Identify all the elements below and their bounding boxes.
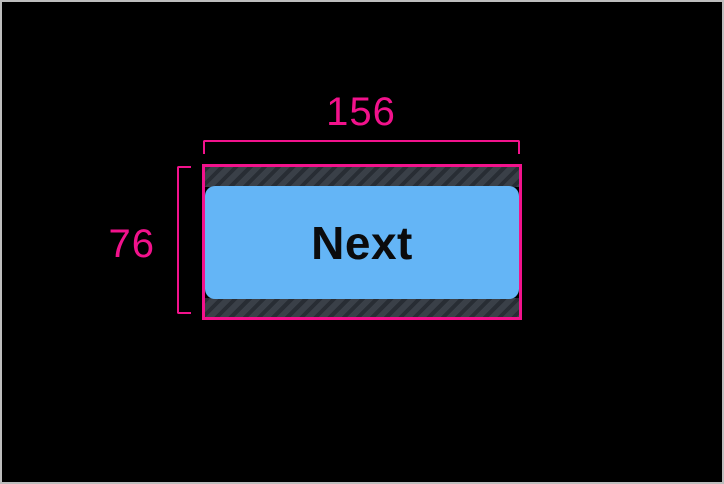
widget-selection-overlay: Next bbox=[202, 164, 522, 320]
padding-hatch-top bbox=[205, 167, 519, 187]
height-dimension-bracket bbox=[177, 166, 191, 314]
height-dimension-label: 76 bbox=[108, 222, 155, 266]
padding-hatch-bottom bbox=[205, 298, 519, 317]
next-button[interactable]: Next bbox=[205, 186, 519, 299]
width-dimension-bracket bbox=[203, 140, 520, 154]
width-dimension-label: 156 bbox=[326, 90, 396, 134]
